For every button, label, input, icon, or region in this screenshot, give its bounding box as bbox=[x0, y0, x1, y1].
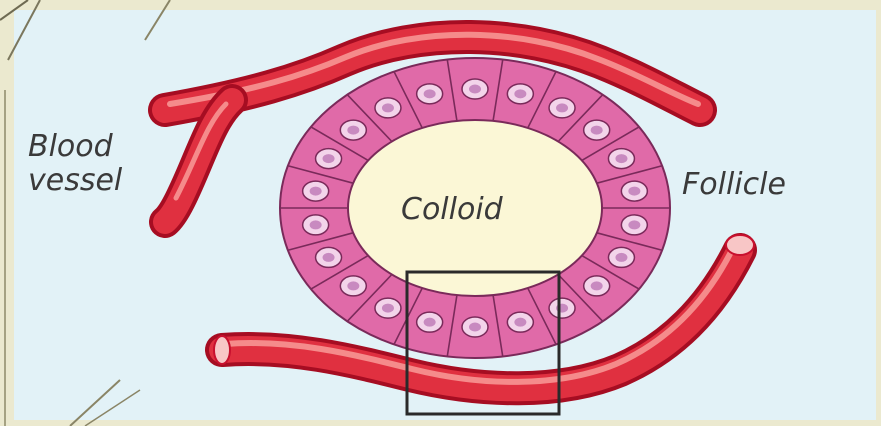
cell-nucleolus bbox=[323, 253, 335, 262]
blood-vessel-label-line2: vessel bbox=[28, 164, 122, 198]
cell-nucleolus bbox=[628, 220, 640, 229]
cell-nucleolus bbox=[382, 103, 394, 112]
frame-streaks bbox=[0, 0, 170, 426]
cell-nucleolus bbox=[514, 318, 526, 327]
cell-nucleolus bbox=[310, 187, 322, 196]
cell-nucleolus bbox=[382, 304, 394, 313]
cell-nucleolus bbox=[591, 281, 603, 290]
cell-nucleolus bbox=[591, 126, 603, 135]
cell-nucleolus bbox=[424, 318, 436, 327]
cell-nucleolus bbox=[469, 323, 481, 332]
cell-nucleolus bbox=[323, 154, 335, 163]
cell-nucleolus bbox=[310, 220, 322, 229]
cell-nucleolus bbox=[469, 85, 481, 94]
blood-vessel-label-line1: Blood bbox=[28, 130, 122, 164]
cell-nucleolus bbox=[556, 103, 568, 112]
cell-nucleolus bbox=[347, 281, 359, 290]
follicle-label: Follicle bbox=[682, 168, 786, 202]
cell-nucleolus bbox=[615, 253, 627, 262]
blood-vessel-label: Blood vessel bbox=[28, 130, 122, 197]
colloid-label: Colloid bbox=[401, 193, 503, 227]
cell-nucleolus bbox=[514, 89, 526, 98]
cell-nucleolus bbox=[628, 187, 640, 196]
cell-nucleolus bbox=[424, 89, 436, 98]
cell-nucleolus bbox=[347, 126, 359, 135]
cell-nucleolus bbox=[615, 154, 627, 163]
